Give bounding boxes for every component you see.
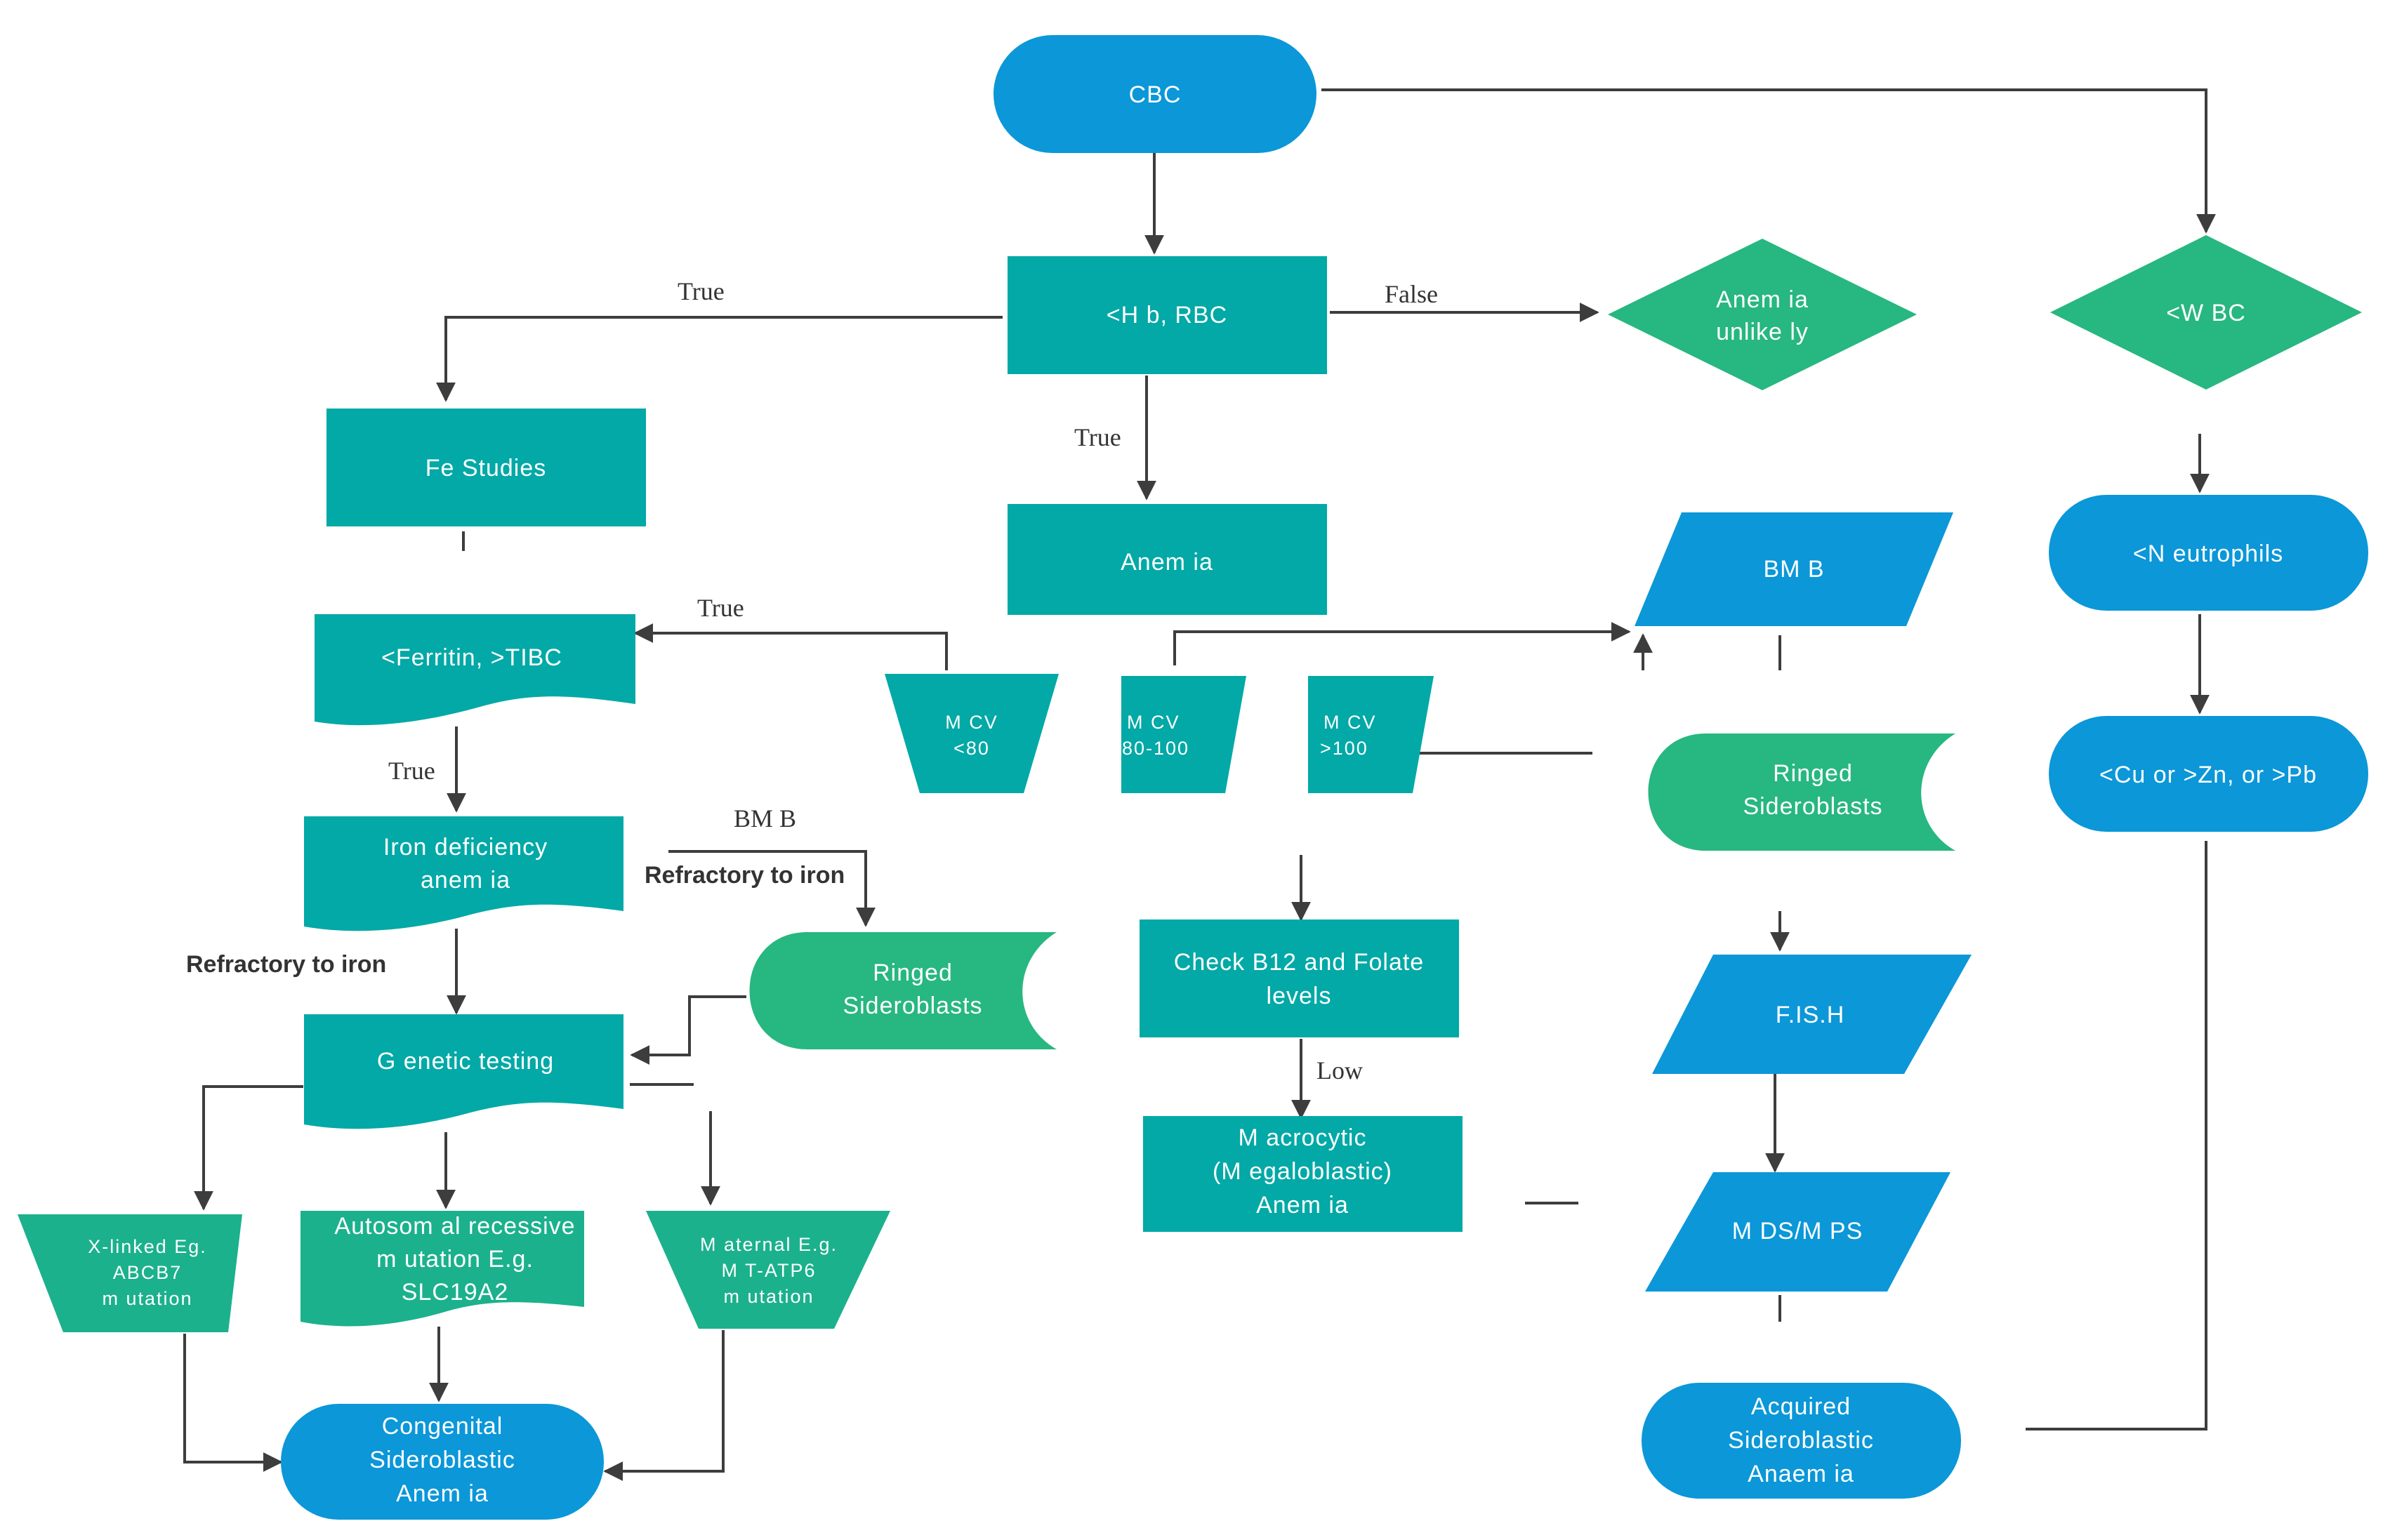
node-mcv-80-100[interactable]: M CV 80-100 — [1121, 676, 1246, 793]
edge-maternal-to-congenital — [603, 1330, 725, 1481]
label-true-down: True — [1074, 423, 1121, 451]
node-neutrophils[interactable]: <N eutrophils — [2049, 495, 2368, 611]
node-mcv-lt80[interactable]: M CV <80 — [885, 674, 1059, 793]
node-ringed-mid[interactable]: Ringed Sideroblasts — [749, 932, 1057, 1049]
label-true-ferritin: True — [388, 757, 435, 785]
node-anemia[interactable]: Anem ia — [1008, 504, 1327, 615]
node-cbc-label: CBC — [1129, 81, 1182, 108]
edge-genetic-to-xlinked — [194, 1085, 303, 1211]
node-cu-zn-pb[interactable]: <Cu or >Zn, or >Pb — [2049, 716, 2368, 832]
node-anemia-unlikely-line2: unlike ly — [1716, 319, 1809, 345]
node-cbc[interactable]: CBC — [994, 35, 1316, 153]
node-b12-folate[interactable]: Check B12 and Folate levels — [1140, 920, 1459, 1037]
node-b12-folate-line1: Check B12 and Folate — [1174, 949, 1424, 976]
node-wbc[interactable]: <W BC — [2050, 235, 2362, 390]
label-false-right: False — [1385, 280, 1438, 308]
node-mcv-gt100-line2: >100 — [1320, 738, 1368, 759]
node-autosomal-line3: SLC19A2 — [402, 1279, 509, 1306]
edge-cu-to-acquired — [2026, 841, 2207, 1431]
node-mds-mps[interactable]: M DS/M PS — [1645, 1172, 1950, 1292]
node-cu-zn-pb-label: <Cu or >Zn, or >Pb — [2099, 762, 2317, 788]
edge-hb-to-fe — [436, 316, 1003, 402]
node-macrocytic-line1: M acrocytic — [1239, 1124, 1367, 1151]
node-iron-deficiency-line2: anem ia — [421, 867, 510, 894]
node-macrocytic-line2: (M egaloblastic) — [1213, 1158, 1392, 1185]
node-fish-label: F.IS.H — [1776, 1002, 1845, 1028]
node-acquired[interactable]: Acquired Sideroblastic Anaem ia — [1642, 1383, 1961, 1499]
node-bmb-top-label: BM B — [1763, 556, 1824, 583]
node-hb-rbc[interactable]: <H b, RBC — [1008, 256, 1327, 374]
node-ringed-right-line1: Ringed — [1773, 760, 1853, 787]
node-autosomal-line2: m utation E.g. — [376, 1246, 534, 1273]
label-true-left: True — [678, 277, 725, 305]
edge-cbc-to-wbc — [1321, 88, 2216, 234]
label-refractory-1: Refractory to iron — [645, 862, 845, 889]
node-b12-folate-line2: levels — [1267, 983, 1332, 1009]
node-x-linked-line1: X-linked Eg. — [88, 1236, 207, 1257]
edge-mcv80-to-ferritin — [633, 623, 948, 670]
node-acquired-line1: Acquired — [1751, 1393, 1851, 1420]
node-congenital[interactable]: Congenital Sideroblastic Anem ia — [281, 1404, 604, 1520]
node-macrocytic-line3: Anem ia — [1256, 1192, 1349, 1219]
node-fish[interactable]: F.IS.H — [1652, 955, 1972, 1074]
node-mcv-gt100[interactable]: M CV >100 — [1308, 676, 1434, 793]
label-low: Low — [1316, 1056, 1363, 1084]
edge-ringed-mid-to-genetic — [630, 995, 746, 1065]
node-ringed-right[interactable]: Ringed Sideroblasts — [1648, 734, 1956, 851]
edge-bmb-to-ringed-mid — [668, 850, 876, 927]
node-mcv-gt100-line1: M CV — [1323, 712, 1377, 733]
label-bmb: BM B — [734, 804, 796, 832]
node-x-linked-line3: m utation — [102, 1288, 192, 1309]
node-fe-studies[interactable]: Fe Studies — [326, 409, 646, 526]
node-mcv-lt80-line2: <80 — [953, 738, 990, 759]
node-anemia-unlikely-line1: Anem ia — [1716, 286, 1809, 313]
node-mcv-80-100-line2: 80-100 — [1122, 738, 1189, 759]
node-fe-studies-label: Fe Studies — [425, 455, 547, 482]
label-refractory-2: Refractory to iron — [186, 951, 386, 978]
node-autosomal[interactable]: Autosom al recessive m utation E.g. SLC1… — [301, 1211, 584, 1327]
node-genetic-testing-label: G enetic testing — [377, 1048, 554, 1075]
node-anemia-label: Anem ia — [1121, 549, 1213, 576]
edge-labels: True False True True True BM B Refractor… — [186, 277, 1438, 1084]
node-anemia-unlikely[interactable]: Anem ia unlike ly — [1608, 239, 1917, 390]
node-ringed-right-line2: Sideroblasts — [1743, 793, 1882, 820]
node-acquired-line3: Anaem ia — [1748, 1461, 1854, 1487]
node-ringed-mid-line2: Sideroblasts — [843, 993, 982, 1019]
node-mds-mps-label: M DS/M PS — [1732, 1218, 1863, 1244]
node-maternal-line3: m utation — [723, 1286, 814, 1307]
node-congenital-line2: Sideroblastic — [369, 1447, 515, 1473]
label-true-mcv: True — [697, 594, 744, 622]
node-ringed-mid-line1: Ringed — [873, 960, 953, 986]
edges — [183, 88, 2216, 1481]
node-ferritin-label: <Ferritin, >TIBC — [381, 644, 562, 671]
node-congenital-line1: Congenital — [382, 1413, 503, 1440]
node-mcv-lt80-line1: M CV — [945, 712, 998, 733]
edge-mcv80100-to-bmb — [1173, 622, 1631, 665]
node-congenital-line3: Anem ia — [396, 1480, 489, 1507]
node-ferritin[interactable]: <Ferritin, >TIBC — [315, 614, 635, 726]
node-bmb-top[interactable]: BM B — [1635, 512, 1953, 626]
edge-xlinked-to-congenital — [183, 1334, 283, 1472]
node-iron-deficiency[interactable]: Iron deficiency anem ia — [304, 816, 623, 931]
node-autosomal-line1: Autosom al recessive — [334, 1213, 575, 1240]
node-neutrophils-label: <N eutrophils — [2133, 540, 2283, 567]
node-maternal-line1: M aternal E.g. — [700, 1234, 838, 1255]
node-mcv-80-100-line1: M CV — [1127, 712, 1180, 733]
node-genetic-testing[interactable]: G enetic testing — [304, 1014, 623, 1129]
node-maternal[interactable]: M aternal E.g. M T-ATP6 m utation — [646, 1211, 890, 1329]
node-hb-rbc-label: <H b, RBC — [1107, 302, 1227, 328]
node-x-linked[interactable]: X-linked Eg. ABCB7 m utation — [18, 1214, 242, 1332]
node-iron-deficiency-line1: Iron deficiency — [383, 834, 548, 861]
node-x-linked-line2: ABCB7 — [113, 1262, 183, 1283]
node-macrocytic[interactable]: M acrocytic (M egaloblastic) Anem ia — [1143, 1116, 1463, 1232]
nodes: CBC <H b, RBC Anem ia unlike ly <W BC Fe… — [18, 35, 2368, 1520]
node-wbc-label: <W BC — [2166, 300, 2246, 326]
node-maternal-line2: M T-ATP6 — [721, 1260, 816, 1281]
node-acquired-line2: Sideroblastic — [1728, 1427, 1874, 1454]
